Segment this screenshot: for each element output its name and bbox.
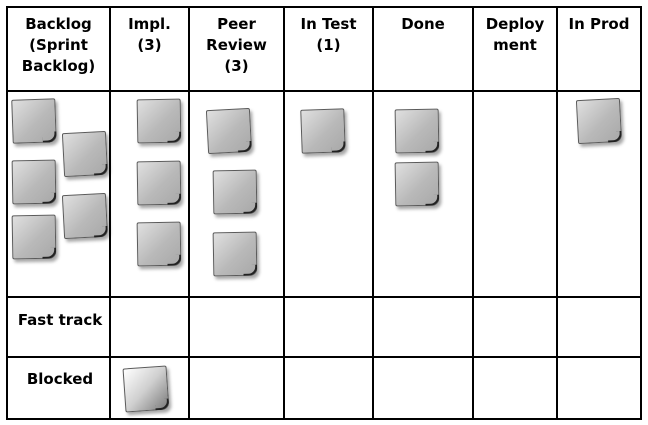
column-header-in-test: In Test(1): [300, 15, 357, 54]
card-backlog[interactable]: [11, 214, 57, 260]
header-divider: [6, 90, 642, 92]
card-done[interactable]: [394, 161, 440, 207]
card-peer-review[interactable]: [212, 169, 258, 215]
card-impl[interactable]: [136, 160, 182, 206]
column-divider: [188, 6, 190, 420]
blocked-divider: [6, 356, 642, 358]
card-backlog[interactable]: [61, 192, 109, 240]
card-done[interactable]: [394, 108, 440, 154]
card-backlog[interactable]: [61, 130, 109, 178]
column-header-in-prod: In Prod: [568, 15, 630, 33]
column-divider: [556, 6, 558, 420]
board-bottom-border: [6, 418, 642, 420]
card-backlog[interactable]: [11, 98, 57, 144]
row-label-blocked: Blocked: [26, 370, 94, 388]
card-peer-review[interactable]: [212, 231, 258, 277]
fast-track-divider: [6, 296, 642, 298]
column-header-done: Done: [401, 15, 445, 33]
column-divider: [472, 6, 474, 420]
card-peer-review[interactable]: [205, 107, 253, 155]
card-in-test[interactable]: [300, 108, 346, 154]
card-blocked-impl[interactable]: [122, 365, 170, 413]
column-header-impl: Impl.(3): [128, 15, 171, 54]
card-in-prod[interactable]: [575, 97, 623, 145]
card-impl[interactable]: [136, 98, 182, 144]
column-divider: [283, 6, 285, 420]
board-right-border: [640, 6, 642, 420]
column-divider: [372, 6, 374, 420]
board-top-border: [6, 6, 642, 8]
card-impl[interactable]: [136, 221, 182, 267]
card-backlog[interactable]: [11, 159, 57, 205]
board-left-border: [6, 6, 8, 420]
column-divider: [109, 6, 111, 420]
row-label-fast-track: Fast track: [17, 311, 103, 329]
